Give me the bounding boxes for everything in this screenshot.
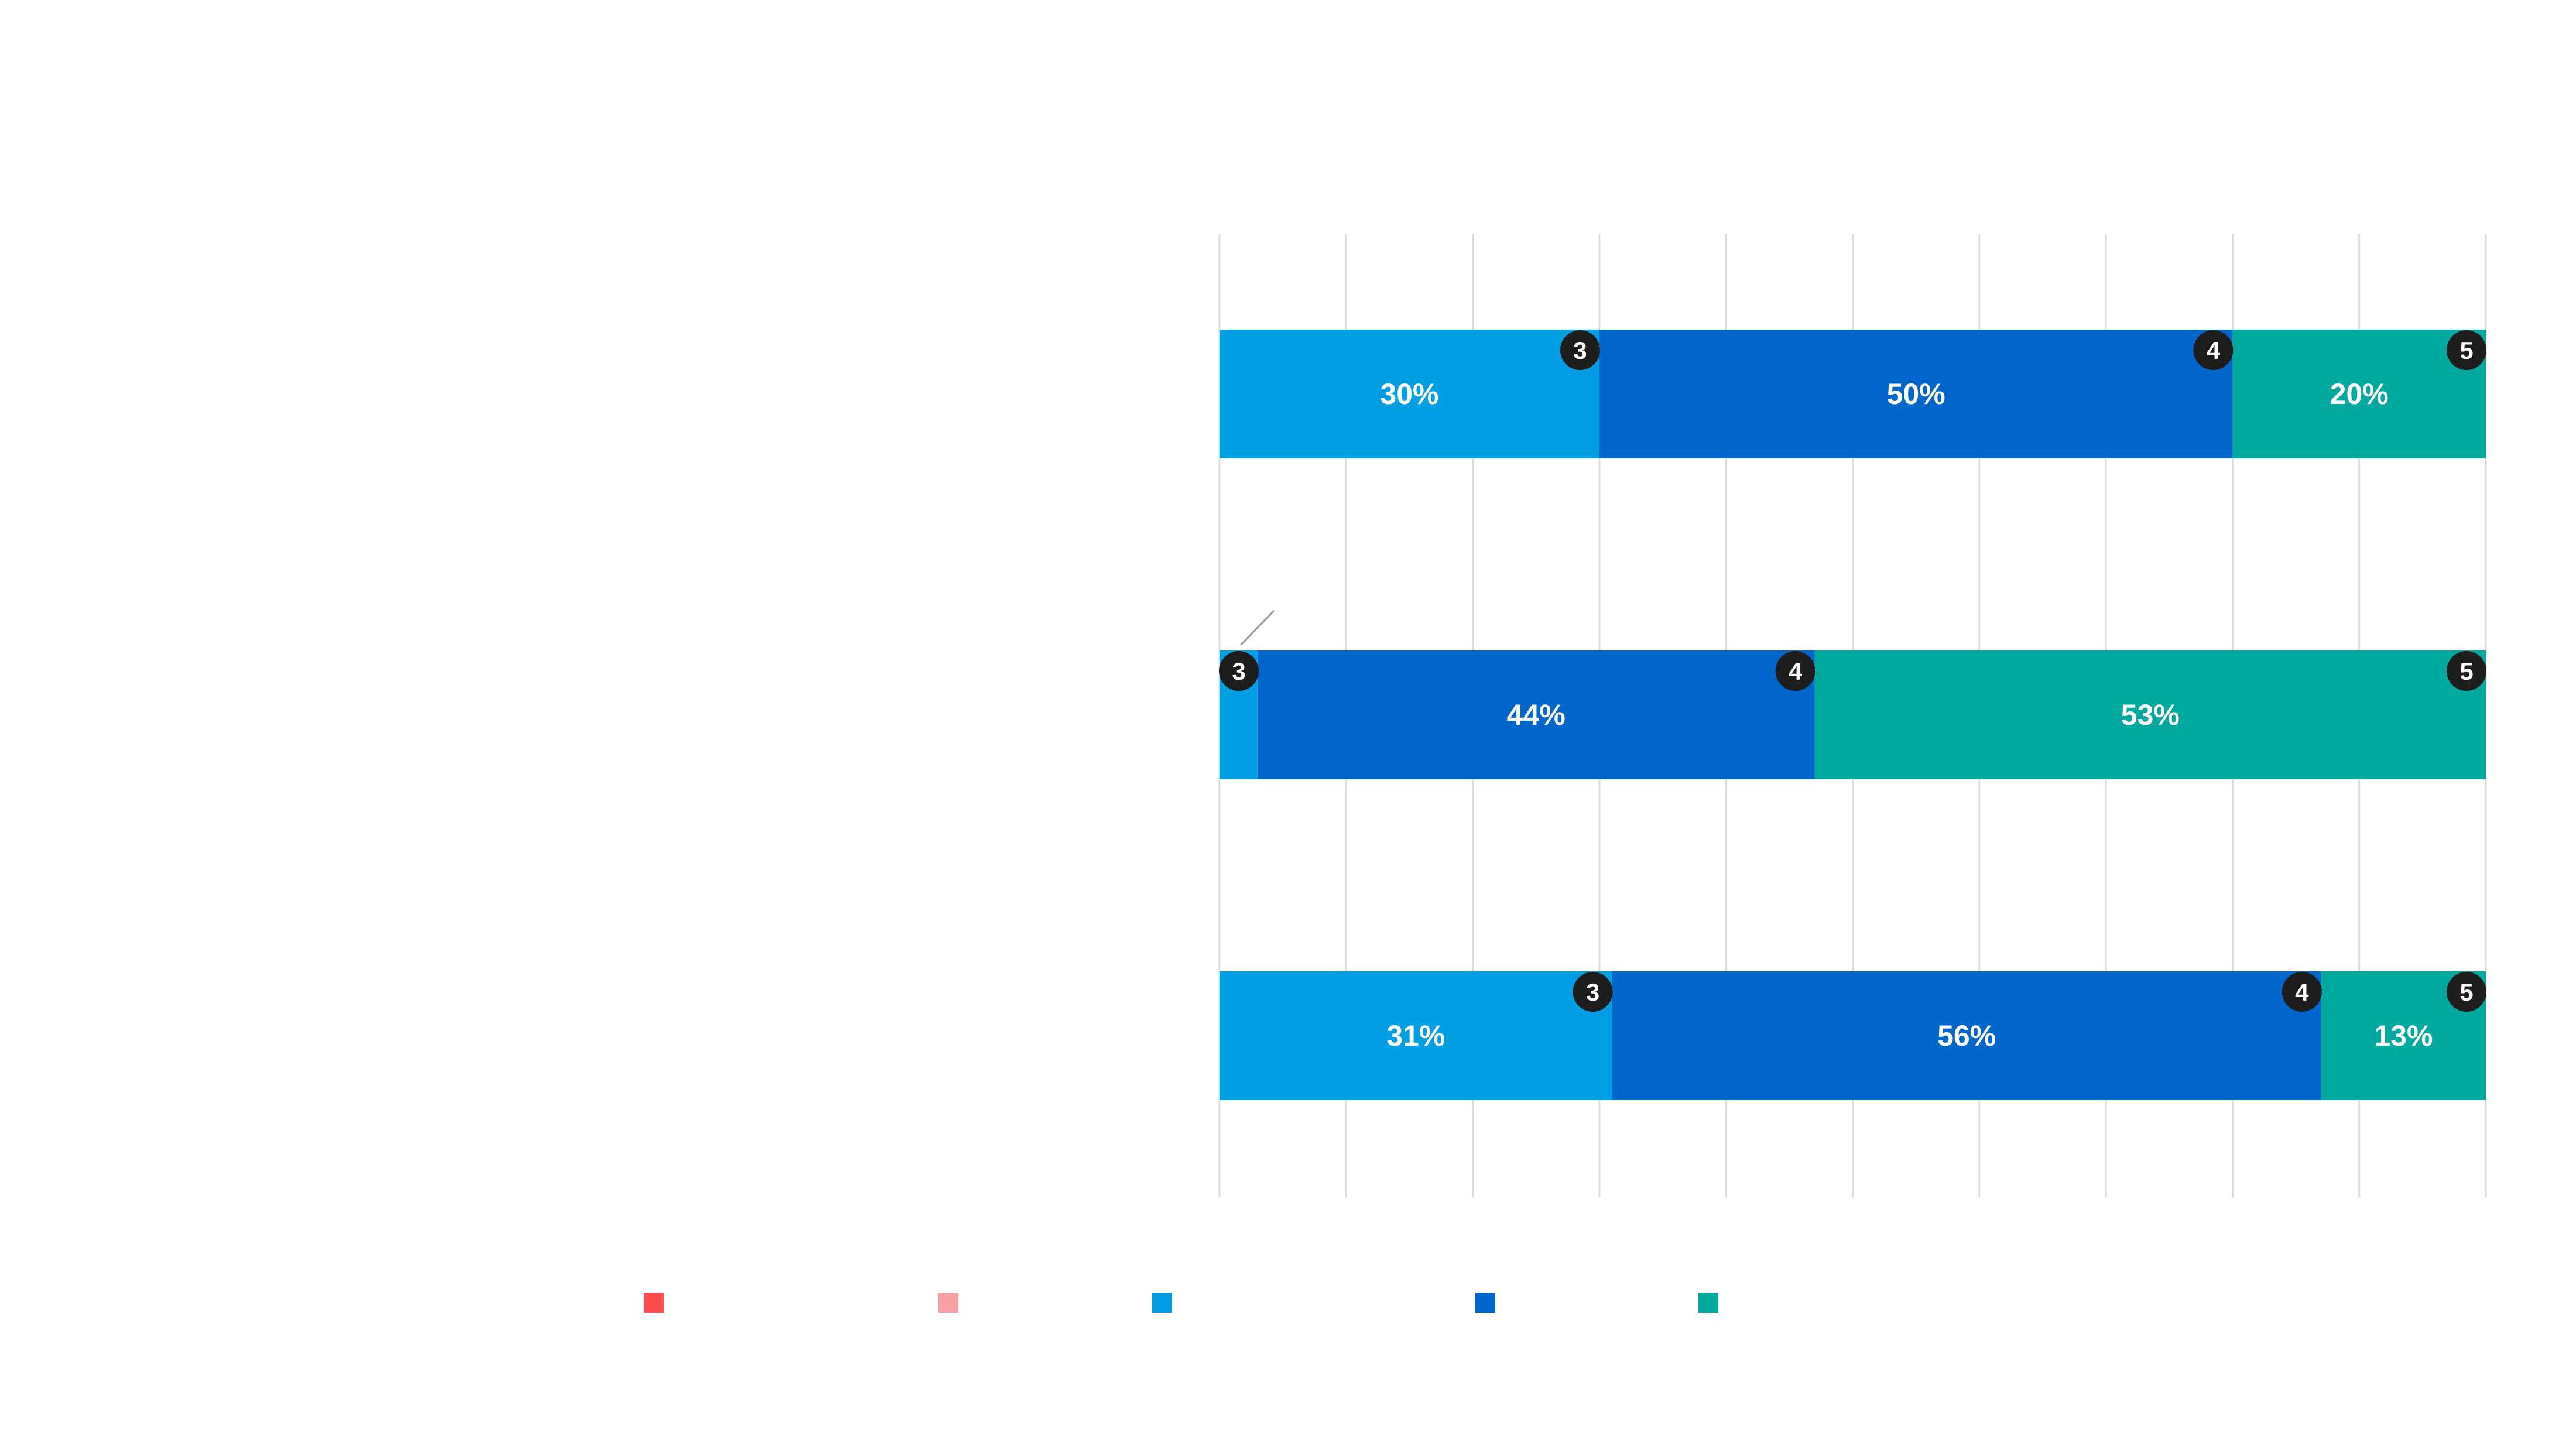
series-badge-number: 3 — [1573, 337, 1587, 364]
bar-segment — [1220, 971, 1612, 1100]
bar-value-label: 53% — [2121, 698, 2180, 731]
series-badge-number: 4 — [2207, 337, 2221, 364]
series-badge-circle — [1219, 651, 1259, 691]
bar-value-label: 44% — [1507, 698, 1566, 731]
bar-segment — [2232, 330, 2486, 458]
legend-swatch — [1698, 1293, 1718, 1313]
series-badge-number: 5 — [2459, 337, 2473, 364]
series-badge-circle — [1775, 651, 1815, 691]
series-badge-number: 3 — [1586, 978, 1599, 1006]
bar-value-label: 13% — [2374, 1019, 2433, 1052]
legend-swatch — [644, 1293, 664, 1313]
leader-line — [1240, 609, 1275, 646]
bar-value-label: 50% — [1887, 378, 1945, 410]
series-badge-number: 4 — [1789, 657, 1803, 685]
series-badge-circle — [2282, 972, 2322, 1012]
bar-value-label: 20% — [2330, 378, 2389, 410]
legend — [644, 1293, 1718, 1313]
series-badges: 3 4 5 3 4 5 3 4 5 — [1219, 330, 2486, 1012]
bar-segment — [1257, 650, 1815, 779]
series-badge-number: 3 — [1232, 657, 1245, 685]
series-badge-circle — [1573, 972, 1613, 1012]
data-labels: 30% 50% 20% 44% 53% 31% 56% 13% — [1240, 378, 2433, 1052]
bar-value-label: 56% — [1937, 1019, 1996, 1052]
series-badge-number: 5 — [2459, 657, 2473, 685]
series-badge-circle — [2193, 330, 2234, 370]
series-badge-number: 5 — [2459, 978, 2473, 1006]
series-badge-circle — [1560, 330, 1600, 370]
series-badge-circle — [2447, 330, 2486, 370]
bar-segments — [1220, 330, 2486, 1100]
bar-segment — [1599, 330, 2233, 458]
legend-swatch — [938, 1293, 958, 1313]
series-badge-circle — [2447, 972, 2486, 1012]
legend-swatch — [1475, 1293, 1495, 1313]
bar-segment — [1220, 330, 1599, 458]
bar-value-label: 30% — [1380, 378, 1438, 410]
legend-swatch — [1152, 1293, 1172, 1313]
bar-segment — [1814, 650, 2486, 779]
series-badge-circle — [2447, 651, 2486, 691]
bar-segment — [1612, 971, 2321, 1100]
bar-value-label: 31% — [1386, 1019, 1445, 1052]
series-badge-number: 4 — [2295, 978, 2309, 1006]
